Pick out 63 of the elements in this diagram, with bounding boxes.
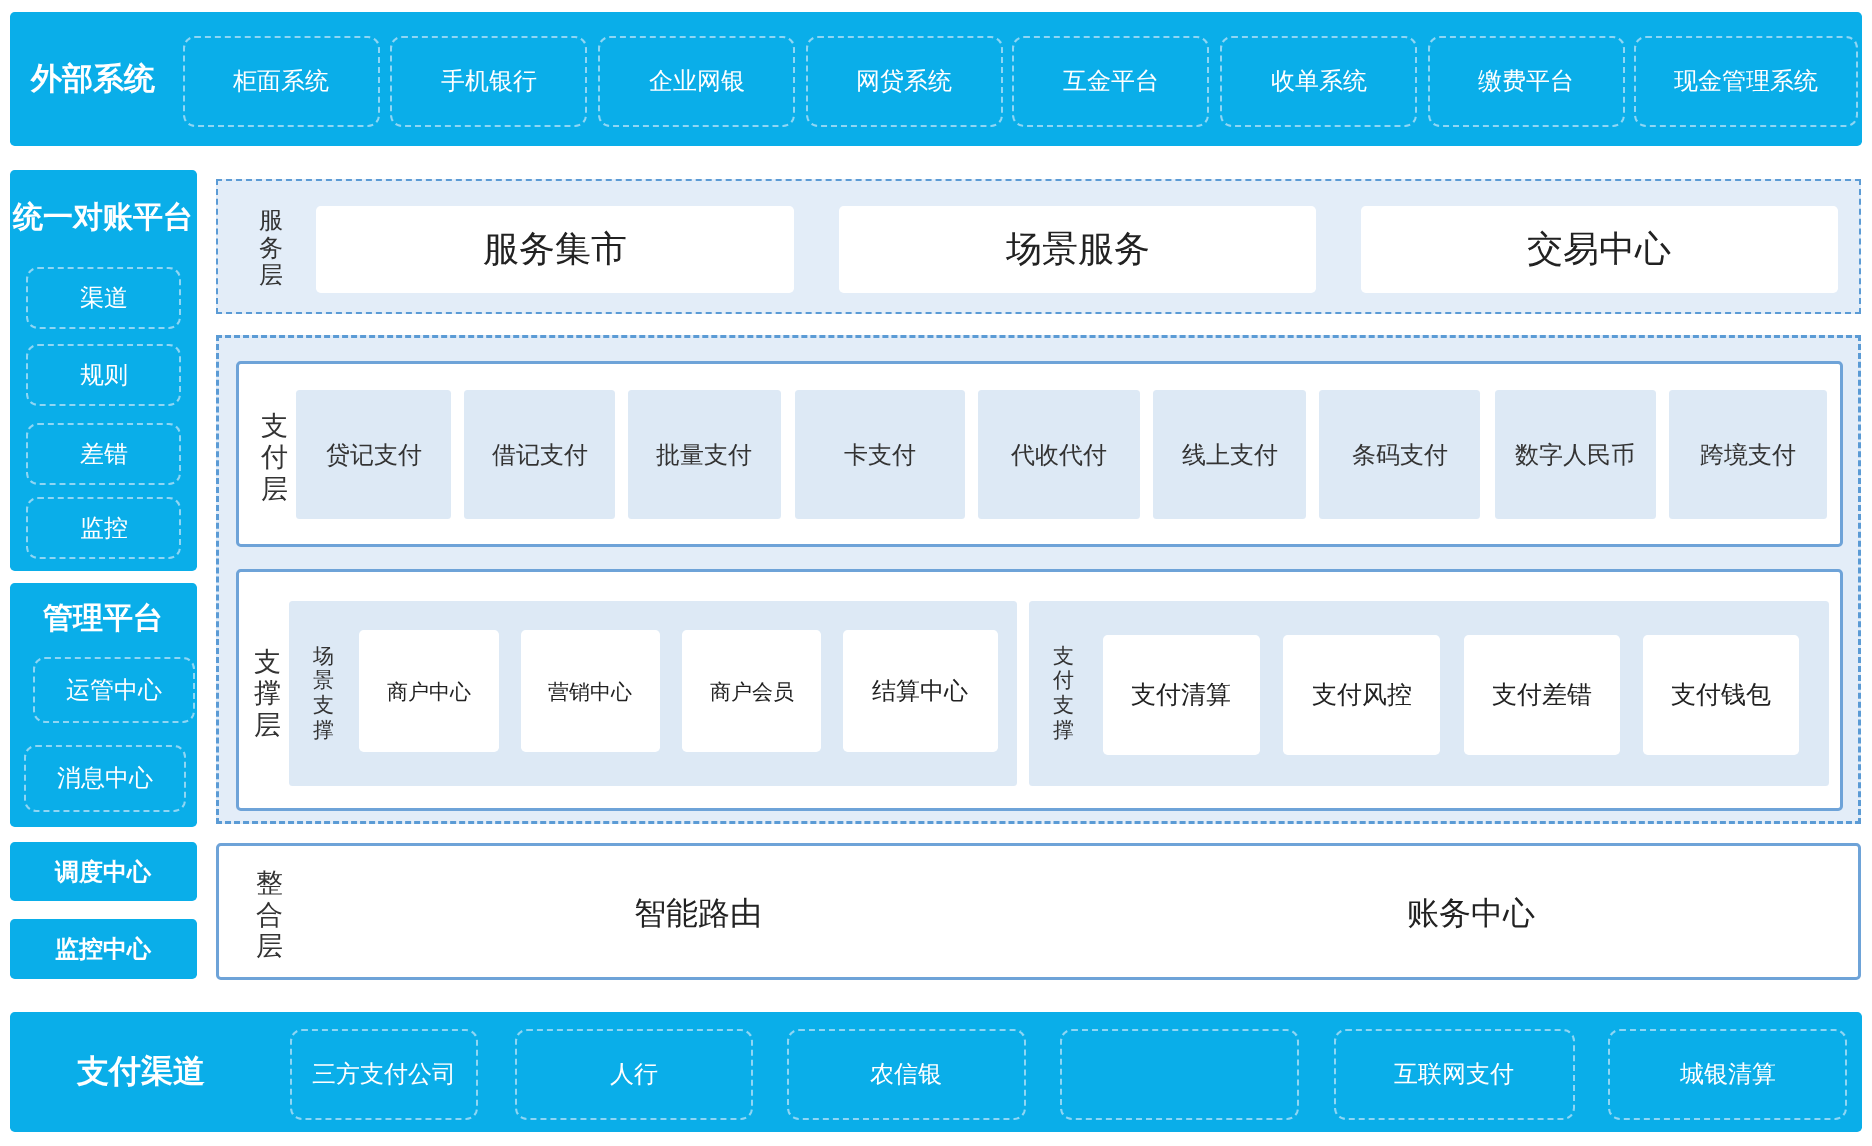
channel-tag: 人行 [514, 1029, 754, 1120]
support-panel [1029, 600, 1829, 786]
layer-panel [216, 179, 1862, 314]
panel-title: 统一对账平台 [11, 197, 195, 236]
module-tag: 监控 [26, 496, 182, 559]
payment-box: 借记支付 [464, 390, 615, 520]
layer-label: 支撑层 [252, 644, 282, 742]
system-tag: 企业网银 [598, 35, 796, 127]
layer-label: 支付支撑 [1052, 641, 1076, 744]
payment-box: 条码支付 [1319, 390, 1481, 520]
module-tag: 消息中心 [23, 744, 187, 812]
channel-tag: 农信银 [786, 1029, 1026, 1120]
panel-title: 支付渠道 [75, 1051, 206, 1093]
module-tag: 差错 [26, 422, 182, 485]
module-tag: 渠道 [26, 267, 182, 330]
platform-panel [9, 582, 197, 828]
layer-label: 场景支撑 [312, 641, 336, 744]
payment-box: 线上支付 [1153, 390, 1307, 520]
layer-panel [235, 361, 1843, 548]
payment-box: 代收代付 [977, 390, 1141, 520]
system-tag: 柜面系统 [182, 35, 380, 127]
panel-title: 管理平台 [42, 598, 165, 637]
center-box: 调度中心 [9, 841, 197, 902]
support-box: 结算中心 [842, 630, 999, 753]
support-box: 支付清算 [1103, 635, 1260, 755]
payment-box: 卡支付 [795, 390, 965, 520]
service-box: 服务集市 [315, 206, 794, 294]
channel-tag: 互联网支付 [1333, 1029, 1575, 1120]
system-tag: 缴费平台 [1427, 35, 1625, 127]
support-box: 支付差错 [1463, 635, 1621, 755]
channel-tag [1060, 1029, 1299, 1120]
channel-band [9, 1012, 1863, 1132]
module-tag: 运管中心 [33, 656, 195, 724]
payment-box: 批量支付 [628, 390, 781, 520]
system-band [9, 11, 1863, 146]
payment-box: 跨境支付 [1669, 390, 1827, 520]
support-box: 商户会员 [681, 630, 822, 753]
system-tag: 手机银行 [390, 35, 588, 127]
layer-group [216, 335, 1862, 824]
system-tag: 网贷系统 [805, 35, 1003, 127]
support-box: 支付钱包 [1642, 635, 1800, 755]
channel-tag: 三方支付公司 [290, 1029, 478, 1120]
support-box: 商户中心 [359, 630, 500, 753]
support-box: 营销中心 [520, 630, 661, 753]
center-box: 监控中心 [9, 919, 197, 979]
service-box: 交易中心 [1360, 206, 1839, 294]
system-tag: 现金管理系统 [1634, 35, 1858, 127]
layer-label: 服务层 [257, 205, 284, 292]
layer-panel [216, 842, 1862, 981]
payment-box: 数字人民币 [1494, 390, 1656, 520]
system-tag: 互金平台 [1012, 35, 1210, 127]
support-panel [288, 600, 1018, 786]
panel-title: 外部系统 [29, 58, 157, 98]
layer-label: 支付层 [260, 408, 290, 507]
module-tag: 规则 [26, 343, 182, 406]
layer-panel [235, 568, 1843, 812]
layer-label: 整合层 [254, 866, 284, 964]
system-tag: 收单系统 [1220, 35, 1418, 127]
service-box: 场景服务 [838, 206, 1317, 294]
payment-box: 贷记支付 [296, 390, 452, 520]
support-box: 支付风控 [1283, 635, 1440, 755]
channel-tag: 城银清算 [1608, 1029, 1847, 1120]
platform-panel [9, 169, 197, 571]
